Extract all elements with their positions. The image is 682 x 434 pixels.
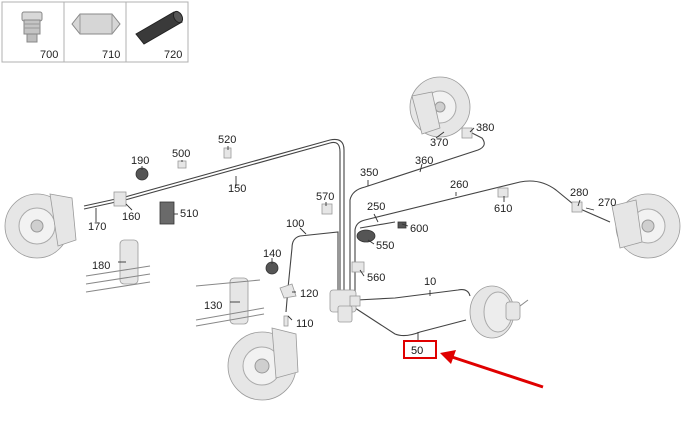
brake-disc-front-left [4,193,77,259]
label-370: 370 [430,137,448,149]
label-550: 550 [376,240,394,252]
brake-lines [83,131,611,337]
highlight-arrow-line [451,355,544,389]
label-100: 100 [286,218,304,230]
part-labels: 10 50 100 110 120 130 140 150 160 170 18… [88,122,616,357]
highlight-box [403,340,437,359]
label-270: 270 [598,197,616,209]
label-50: 50 [411,345,423,357]
plug-icon [21,11,43,43]
hex-nut-icon [71,13,121,35]
wheel-cylinder-130 [195,277,265,327]
highlight-arrow-head [440,350,456,364]
label-260: 260 [450,179,468,191]
label-350: 350 [360,167,378,179]
label-360: 360 [415,155,433,167]
wheel-cylinder-180 [85,239,151,293]
label-150: 150 [228,183,246,195]
label-170: 170 [88,221,106,233]
brake-booster [469,285,529,339]
label-140: 140 [263,248,281,260]
label-250: 250 [367,201,385,213]
label-600: 600 [410,223,428,235]
distribution-block [329,289,361,323]
leader-lines [95,127,595,340]
label-510: 510 [180,208,198,220]
brake-disc-front-right [611,193,681,259]
label-190: 190 [131,155,149,167]
label-160: 160 [122,211,140,223]
label-180: 180 [92,260,110,272]
label-610: 610 [494,203,512,215]
brake-disc-rear-left [227,327,299,401]
legend-box: 700 710 720 [1,1,189,63]
highlight-callout [403,340,544,389]
label-570: 570 [316,191,334,203]
hose-icon [135,10,184,45]
legend-number-710: 710 [102,49,120,61]
label-500: 500 [172,148,190,160]
legend-number-700: 700 [40,49,58,61]
label-560: 560 [367,272,385,284]
label-380: 380 [476,122,494,134]
small-parts [113,127,583,327]
label-10: 10 [424,276,436,288]
label-280: 280 [570,187,588,199]
brake-disc-rear-right-top [409,76,471,138]
label-520: 520 [218,134,236,146]
legend-number-720: 720 [164,49,182,61]
label-130: 130 [204,300,222,312]
label-120: 120 [300,288,318,300]
label-110: 110 [296,318,314,330]
